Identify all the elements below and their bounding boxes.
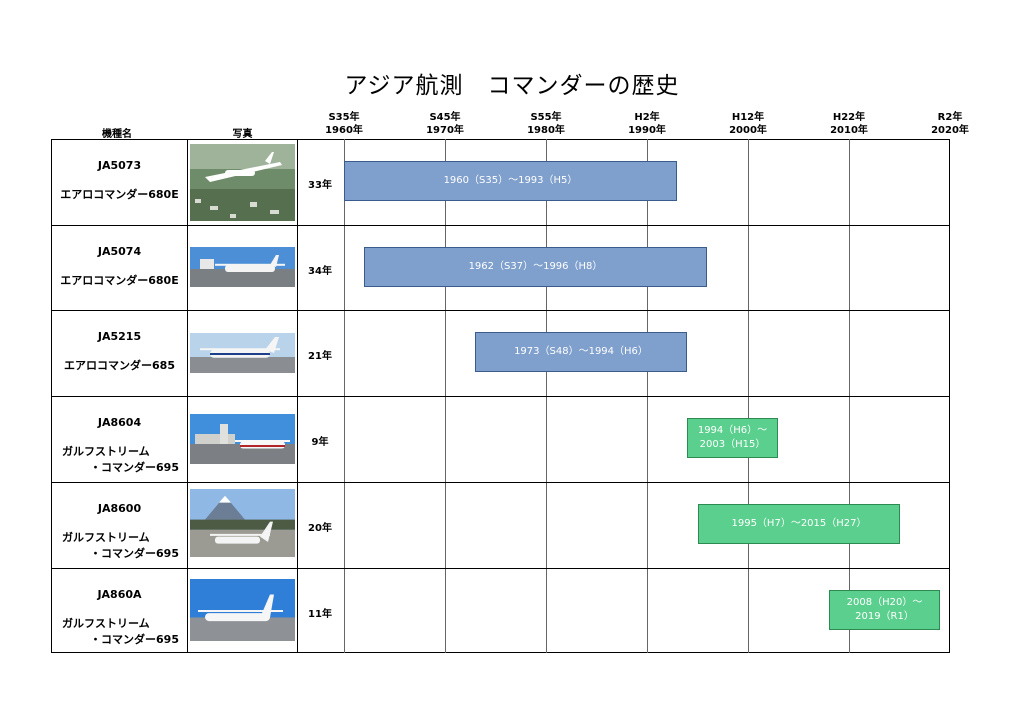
model-label-line2: ・コマンダー695	[90, 547, 179, 560]
model-label: エアロコマンダー680E	[60, 188, 179, 201]
aircraft-name: JA5215 エアロコマンダー685	[52, 330, 187, 373]
aircraft-name: JA5073 エアロコマンダー680E	[52, 159, 187, 202]
year-label: 1970年	[426, 125, 464, 136]
registration-label: JA860A	[97, 588, 142, 601]
registration-label: JA5074	[97, 245, 142, 258]
row-divider	[51, 568, 950, 569]
model-label-line2: ・コマンダー695	[90, 633, 179, 646]
year-label: 2000年	[729, 125, 767, 136]
period-label: 1973（S48）～1994（H6）	[514, 346, 648, 357]
year-label: 1980年	[527, 125, 565, 136]
year-label: 1960年	[325, 125, 363, 136]
era-label: S35年	[328, 112, 360, 123]
period-label-line2: 2019（R1）	[855, 611, 914, 622]
row-divider	[51, 225, 950, 226]
period-label: 1960（S35）～1993（H5）	[443, 175, 578, 186]
timeline-header: H12年 2000年	[718, 111, 778, 137]
model-label: ガルフストリーム	[62, 617, 150, 630]
timeline-header: S55年 1980年	[516, 111, 576, 137]
model-label: ガルフストリーム	[62, 445, 150, 458]
aircraft-name: JA860A ガルフストリーム・コマンダー695	[52, 588, 187, 647]
service-period-bar: 1994（H6）～ 2003（H15）	[687, 418, 778, 458]
service-years: 9年	[311, 437, 329, 448]
service-period-bar: 1960（S35）～1993（H5）	[344, 161, 677, 201]
aircraft-with-tower-photo	[190, 414, 295, 464]
era-label: S45年	[429, 112, 461, 123]
service-years: 11年	[308, 609, 332, 620]
era-label: H22年	[832, 112, 866, 123]
service-period-bar: 1962（S37）～1996（H8）	[364, 247, 707, 287]
timeline-header: S45年 1970年	[415, 111, 475, 137]
aircraft-name: JA8600 ガルフストリーム・コマンダー695	[52, 502, 187, 561]
row-divider	[51, 396, 950, 397]
model-label: エアロコマンダー680E	[60, 274, 179, 287]
period-label: 2008（H20）～	[846, 597, 923, 608]
column-header-model: 機種名	[102, 129, 132, 140]
aircraft-at-airfield-photo	[190, 247, 295, 287]
year-label: 2020年	[931, 125, 969, 136]
era-label: H12年	[731, 112, 765, 123]
aircraft-name: JA8604 ガルフストリーム・コマンダー695	[52, 416, 187, 475]
aircraft-over-city-photo	[190, 144, 295, 221]
page-title: アジア航測 コマンダーの歴史	[344, 73, 680, 99]
period-label-line2: 2003（H15）	[699, 439, 766, 450]
registration-label: JA8600	[97, 502, 142, 515]
timeline-header: H22年 2010年	[819, 111, 879, 137]
timeline-header: R2年 2020年	[920, 111, 980, 137]
timeline-header: H2年 1990年	[617, 111, 677, 137]
service-period-bar: 1995（H7）～2015（H27）	[698, 504, 900, 544]
era-label: S55年	[530, 112, 562, 123]
service-years: 21年	[308, 351, 332, 362]
era-label: R2年	[937, 112, 963, 123]
period-label: 1995（H7）～2015（H27）	[731, 518, 867, 529]
registration-label: JA5215	[97, 330, 142, 343]
row-divider	[51, 482, 950, 483]
registration-label: JA8604	[97, 416, 142, 429]
aircraft-mount-fuji-photo	[190, 489, 295, 557]
period-label: 1962（S37）～1996（H8）	[468, 261, 603, 272]
era-label: H2年	[634, 112, 660, 123]
model-label-line2: ・コマンダー695	[90, 461, 179, 474]
service-period-bar: 1973（S48）～1994（H6）	[475, 332, 687, 372]
period-label: 1994（H6）～	[697, 425, 768, 436]
year-label: 2010年	[830, 125, 868, 136]
aircraft-name: JA5074 エアロコマンダー680E	[52, 245, 187, 288]
service-period-bar: 2008（H20）～ 2019（R1）	[829, 590, 940, 630]
service-years: 20年	[308, 523, 332, 534]
column-header-photo: 写真	[232, 129, 253, 140]
aircraft-on-tarmac-photo	[190, 333, 295, 373]
registration-label: JA5073	[97, 159, 142, 172]
service-years: 33年	[308, 180, 332, 191]
model-label: ガルフストリーム	[62, 531, 150, 544]
model-label: エアロコマンダー685	[64, 359, 175, 372]
row-divider	[51, 310, 950, 311]
timeline-header: S35年 1960年	[314, 111, 374, 137]
year-label: 1990年	[628, 125, 666, 136]
service-years: 34年	[308, 266, 332, 277]
aircraft-apron-blue-sky-photo	[190, 579, 295, 641]
